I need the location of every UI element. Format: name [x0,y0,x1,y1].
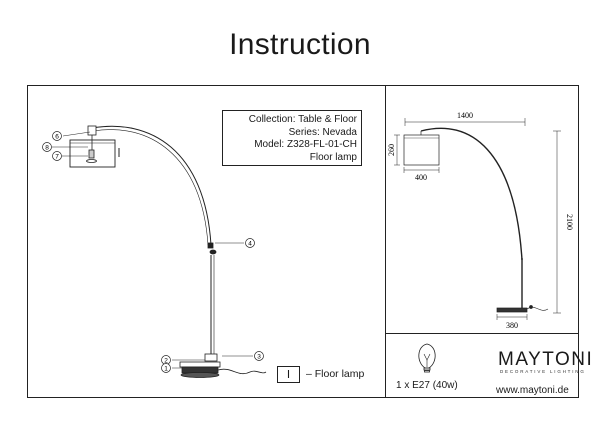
type-label: Floor lamp [309,151,357,163]
collection-label: Collection: Table & Floor [248,114,357,125]
callout-8: 8 [42,142,88,152]
brand-logo: MAYTONI [498,349,594,370]
callout-6: 6 [52,131,91,141]
callout-4-label: 4 [248,241,252,248]
brand-website: www.maytoni.de [496,385,569,396]
vertical-divider [385,85,386,398]
bulb-spec-label: 1 x E27 (40w) [396,380,458,391]
dimension-drawing [394,118,561,320]
callout-4: 4 [215,238,255,248]
callout-1: 1 [161,363,182,373]
callout-2-label: 2 [164,358,168,365]
callout-6-label: 6 [55,134,59,141]
dimension-shade-width: 400 [415,173,427,182]
callout-2: 2 [161,355,205,365]
brand-tagline: DECORATIVE LIGHTING [500,369,586,374]
dimension-shade-height: 260 [387,144,396,156]
light-bulb-icon [418,343,436,373]
callout-1-label: 1 [164,366,168,373]
dimension-base-width: 380 [506,321,518,330]
callout-3-label: 3 [257,354,261,361]
floor-lamp-symbol: I [277,366,300,383]
callout-7-label: 7 [55,154,59,161]
floor-lamp-legend-label: – Floor lamp [306,368,365,380]
horizontal-divider [385,333,579,334]
callout-7: 7 [52,151,88,161]
instruction-frame [27,85,579,398]
series-label: Series: Nevada [288,126,357,138]
product-info-box: Collection: Table & Floor Series: Nevada… [222,110,362,166]
callout-3: 3 [222,351,264,361]
callout-8-label: 8 [45,145,49,152]
dimension-total-width: 1400 [457,111,473,120]
model-label: Model: Z328-FL-01-CH [254,139,357,150]
dimension-total-height: 2100 [565,214,574,230]
lamp-assembly-diagram [69,125,267,378]
page-title: Instruction [229,28,371,61]
